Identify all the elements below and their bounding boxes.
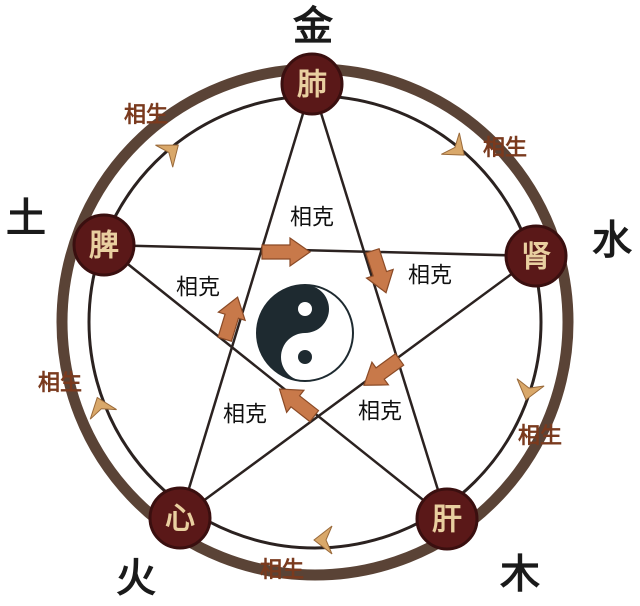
ke-arrow-left — [217, 296, 247, 343]
organ-label-liver: 肝 — [432, 503, 462, 538]
element-metal: 金 — [292, 3, 334, 50]
sheng-chevron-right — [516, 378, 545, 401]
sheng-label-bottom: 相生 — [260, 557, 304, 583]
ke-arrow-top — [261, 236, 312, 268]
sheng-label-right: 相生 — [518, 423, 562, 449]
organ-label-spleen: 脾 — [89, 229, 119, 264]
element-earth: 土 — [6, 195, 46, 242]
ke-line-spleen-kidney — [103, 243, 537, 258]
organ-label-lung: 肺 — [297, 68, 327, 103]
pentagram — [103, 83, 537, 520]
organ-node-liver: 肝 — [415, 487, 479, 551]
ke-arrow-bottom-left — [278, 388, 320, 423]
organ-node-lung: 肺 — [280, 52, 344, 116]
sheng-chevron-left — [89, 396, 117, 420]
ke-line-liver-spleen — [103, 244, 448, 520]
ke-line-lung-liver — [310, 83, 449, 520]
sheng-label-top-right: 相生 — [483, 135, 527, 161]
organ-label-kidney: 肾 — [521, 240, 551, 275]
yin-yang-icon — [256, 284, 354, 382]
element-water: 水 — [592, 217, 633, 264]
ke-label-top: 相克 — [290, 206, 334, 231]
ke-arrow-right — [365, 247, 395, 294]
sheng-label-left: 相生 — [38, 370, 82, 396]
sheng-chevron-top-right — [441, 132, 465, 156]
element-wood: 木 — [500, 551, 540, 598]
sheng-label-top-left: 相生 — [124, 102, 168, 128]
ke-line-heart-lung — [178, 83, 314, 519]
element-fire: 火 — [116, 555, 156, 602]
organ-node-spleen: 脾 — [72, 213, 136, 277]
ke-line-kidney-heart — [179, 254, 537, 520]
ke-label-bottom-right: 相克 — [358, 400, 402, 425]
organ-label-heart: 心 — [165, 502, 195, 537]
organ-node-kidney: 肾 — [504, 224, 568, 288]
sheng-chevron-bottom — [313, 525, 333, 555]
organ-node-heart: 心 — [148, 486, 212, 550]
ke-arrow-bottom-right — [363, 352, 405, 386]
sheng-chevron-top-left — [155, 144, 179, 168]
ke-label-bottom-left: 相克 — [223, 403, 267, 428]
ke-label-left: 相克 — [176, 276, 220, 301]
ke-label-right: 相克 — [408, 264, 452, 289]
